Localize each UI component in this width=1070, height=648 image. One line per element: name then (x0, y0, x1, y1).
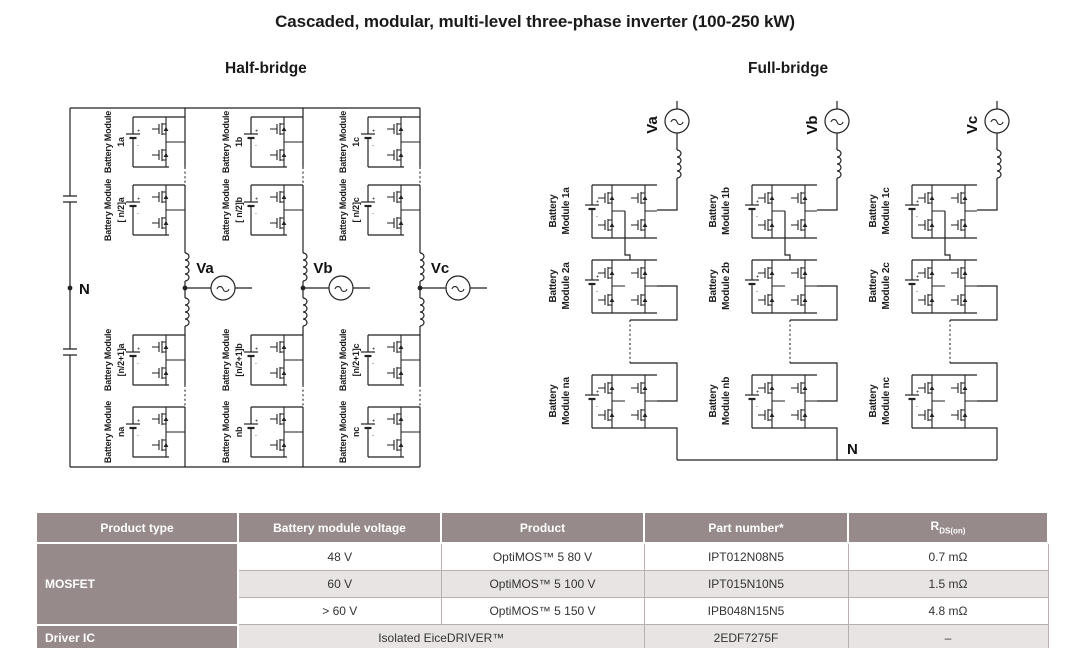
module-label: Battery Module (221, 179, 231, 241)
cell-part-number: 2EDF7275F (643, 624, 849, 648)
module-label: Module 1a (561, 187, 572, 235)
module-label: Battery Module (338, 179, 348, 241)
module-label: Module 1c (881, 187, 892, 235)
full-bridge-heading: Full-bridge (748, 60, 829, 77)
cell-rdson: 0.7 mΩ (847, 542, 1049, 571)
cell-product: OptiMOS™ 5 150 V (440, 597, 645, 625)
cell-rdson: 4.8 mΩ (847, 597, 1049, 625)
row-label-driver-ic: Driver IC (35, 623, 239, 648)
module-label: Battery (548, 384, 559, 418)
source-label-vc: Vc (964, 116, 981, 134)
module-label: [n/2+1]a (116, 342, 126, 376)
module-label: Battery Module (103, 401, 113, 463)
module-label: Battery Module (338, 401, 348, 463)
neutral-node-dot (67, 285, 73, 291)
module-label: Module na (561, 377, 572, 425)
cell-part-number: IPT015N10N5 (643, 570, 849, 598)
module-label: nc (351, 427, 361, 437)
table-header-row: Product type Battery module voltage Prod… (35, 511, 1049, 544)
half-bridge-heading: Half-bridge (225, 60, 307, 77)
half-bridge-diagram: + - + - (63, 107, 530, 468)
table-row: Driver IC Isolated EiceDRIVER™ 2EDF7275F… (35, 623, 1049, 648)
neutral-label: N (847, 441, 858, 458)
module-label: Module 1b (721, 187, 732, 235)
module-label: Module nc (881, 377, 892, 425)
col-header-product-type: Product type (35, 511, 239, 544)
hb-phase-c: Vc Battery Module 1c Battery Module [ n/… (338, 108, 487, 467)
cell-driver-product: Isolated EiceDRIVER™ (237, 624, 645, 648)
module-label: Battery Module (338, 111, 348, 173)
capacitor-icon (63, 195, 77, 356)
module-label: Battery Module (338, 329, 348, 391)
module-label: Battery Module (103, 179, 113, 241)
neutral-label: N (79, 281, 90, 298)
source-label-va: Va (644, 116, 661, 134)
source-label-vb: Vb (804, 115, 821, 134)
module-label: nb (234, 426, 244, 437)
module-label: Battery (708, 384, 719, 418)
module-label: Battery Module (221, 111, 231, 173)
cell-part-number: IPT012N08N5 (643, 542, 849, 571)
module-label: 1a (116, 136, 126, 147)
module-label: na (116, 426, 126, 437)
fb-phase-b: Vb Battery Module 1b Battery Module 2b B… (708, 101, 849, 460)
module-label: Battery (708, 269, 719, 303)
module-label: Battery Module (221, 329, 231, 391)
module-label: [n/2+1]b (234, 343, 244, 377)
rdson-main: R (930, 519, 940, 534)
table-row: > 60 V OptiMOS™ 5 150 V IPB048N15N5 4.8 … (36, 597, 1049, 625)
cell-voltage: > 60 V (237, 597, 442, 625)
module-label: [ n/2]c (351, 197, 361, 222)
module-label: Battery (548, 194, 559, 228)
cell-voltage: 48 V (237, 542, 442, 571)
module-label: Battery (708, 194, 719, 228)
fb-phase-a: Va Battery Module 1a Battery Module 2a B… (548, 101, 689, 460)
cell-rdson: – (847, 624, 1049, 648)
table-row: MOSFET 48 V OptiMOS™ 5 80 V IPT012N08N5 … (35, 542, 1049, 626)
module-label: [ n/2]b (234, 197, 244, 223)
cell-rdson: 1.5 mΩ (847, 570, 1049, 598)
module-label: Battery Module (103, 111, 113, 173)
module-label: Module 2b (721, 262, 732, 310)
hb-phase-b: Vb Battery Module 1b Battery Module [ n/… (221, 108, 370, 467)
module-label: Battery (548, 269, 559, 303)
rdson-sub: DS(on) (939, 526, 966, 536)
module-label: 1b (234, 136, 244, 147)
col-header-voltage: Battery module voltage (237, 511, 442, 544)
row-label-mosfet: MOSFET (35, 542, 239, 626)
cell-product: OptiMOS™ 5 80 V (440, 542, 645, 571)
module-label: Battery (868, 194, 879, 228)
source-label-vb: Vb (313, 260, 332, 277)
module-label: Module 2a (561, 262, 572, 310)
col-header-rdson: RDS(on) (847, 511, 1049, 544)
module-label: [n/2+1]c (351, 343, 361, 376)
cell-product: OptiMOS™ 5 100 V (440, 570, 645, 598)
module-label: Battery (868, 384, 879, 418)
module-label: Battery Module (221, 401, 231, 463)
cell-voltage: 60 V (237, 570, 442, 598)
hb-dc-link: N (63, 107, 420, 468)
full-bridge-diagram: N Va Battery Module 1a Battery Module 2a… (548, 95, 1070, 461)
col-header-part-number: Part number* (643, 511, 849, 544)
module-label: Module nb (721, 377, 732, 425)
module-label: [ n/2]a (116, 196, 126, 222)
module-label: Battery (868, 269, 879, 303)
module-label: 1c (351, 137, 361, 147)
module-label: Module 2c (881, 262, 892, 310)
source-label-va: Va (196, 260, 214, 277)
col-header-product: Product (440, 511, 645, 544)
fb-phase-c: Vc Battery Module 1c Battery Module 2c B… (868, 101, 1009, 460)
module-label: Battery Module (103, 329, 113, 391)
page-title: Cascaded, modular, multi-level three-pha… (275, 12, 795, 31)
cell-part-number: IPB048N15N5 (643, 597, 849, 625)
source-label-vc: Vc (431, 260, 449, 277)
product-spec-table: Product type Battery module voltage Prod… (35, 511, 1049, 648)
hb-phase-a: Va Battery Module 1a Battery Module [ n/… (103, 108, 252, 467)
table-row: 60 V OptiMOS™ 5 100 V IPT015N10N5 1.5 mΩ (36, 570, 1049, 598)
